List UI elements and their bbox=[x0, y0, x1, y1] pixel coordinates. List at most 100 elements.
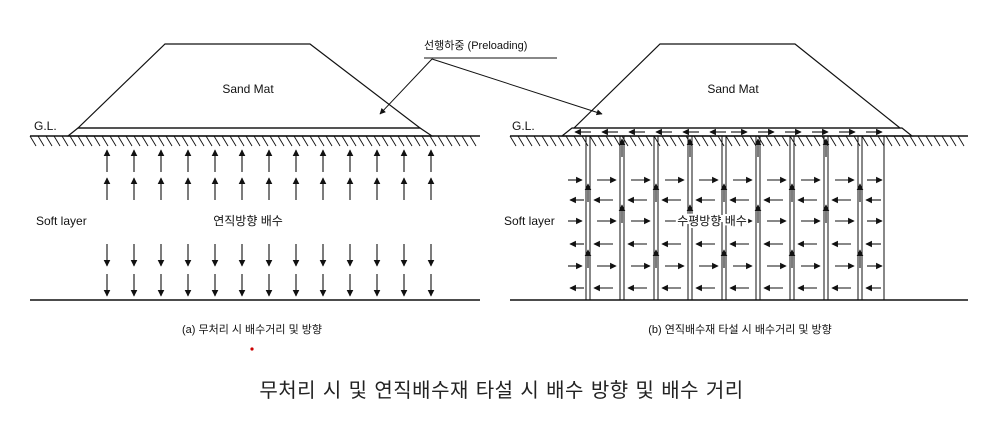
hatch-mark bbox=[733, 135, 741, 147]
hatch-mark bbox=[597, 135, 605, 147]
hatch-mark bbox=[101, 135, 109, 147]
hatch-mark bbox=[77, 135, 85, 147]
hatch-mark bbox=[149, 135, 157, 147]
red-dot bbox=[250, 347, 254, 351]
hatch-mark bbox=[773, 135, 781, 147]
hatch-mark bbox=[765, 135, 773, 147]
hatch-mark bbox=[957, 135, 965, 147]
hatch-mark bbox=[749, 135, 757, 147]
hatch-mark bbox=[445, 135, 453, 147]
hatch-mark bbox=[325, 135, 333, 147]
hatch-mark bbox=[461, 135, 469, 147]
hatch-mark bbox=[741, 135, 749, 147]
hatch-mark bbox=[565, 135, 573, 147]
hatch-mark bbox=[821, 135, 829, 147]
hatch-mark bbox=[173, 135, 181, 147]
hatch-mark bbox=[813, 135, 821, 147]
hatch-mark bbox=[253, 135, 261, 147]
hatch-mark bbox=[949, 135, 957, 147]
hatch-mark bbox=[181, 135, 189, 147]
hatch-mark bbox=[437, 135, 445, 147]
hatch-mark bbox=[293, 135, 301, 147]
hatch-mark bbox=[685, 135, 693, 147]
hatch-mark bbox=[861, 135, 869, 147]
hatch-mark bbox=[525, 135, 533, 147]
hatch-mark bbox=[885, 135, 893, 147]
hatch-mark bbox=[581, 135, 589, 147]
hatch-mark bbox=[413, 135, 421, 147]
hatch-mark bbox=[341, 135, 349, 147]
sand-mat-label-a: Sand Mat bbox=[222, 82, 274, 96]
hatch-mark bbox=[285, 135, 293, 147]
hatch-mark bbox=[725, 135, 733, 147]
vertical-drainage-label: 연직방향 배수 bbox=[213, 214, 283, 228]
hatch-mark bbox=[853, 135, 861, 147]
hatch-mark bbox=[629, 135, 637, 147]
hatch-mark bbox=[509, 135, 517, 147]
soft-layer-label-b: Soft layer bbox=[504, 214, 555, 228]
hatch-mark bbox=[317, 135, 325, 147]
hatch-mark bbox=[901, 135, 909, 147]
hatch-mark bbox=[301, 135, 309, 147]
hatch-mark bbox=[557, 135, 565, 147]
soft-layer-label-a: Soft layer bbox=[36, 214, 87, 228]
hatch-mark bbox=[45, 135, 53, 147]
hatch-mark bbox=[677, 135, 685, 147]
hatch-mark bbox=[429, 135, 437, 147]
hatch-mark bbox=[877, 135, 885, 147]
hatch-mark bbox=[909, 135, 917, 147]
subcaption-b: (b) 연직배수재 타설 시 배수거리 및 방향 bbox=[648, 323, 832, 336]
hatch-mark bbox=[69, 135, 77, 147]
hatch-mark bbox=[757, 135, 765, 147]
hatch-mark bbox=[941, 135, 949, 147]
hatch-mark bbox=[109, 135, 117, 147]
hatch-mark bbox=[245, 135, 253, 147]
hatch-mark bbox=[269, 135, 277, 147]
hatch-mark bbox=[221, 135, 229, 147]
figure-caption: 무처리 시 및 연직배수재 타설 시 배수 방향 및 배수 거리 bbox=[259, 378, 744, 402]
hatch-mark bbox=[837, 135, 845, 147]
hatch-mark bbox=[797, 135, 805, 147]
panel-a: Sand Mat G.L. Soft layer 연직방향 배수 (a) 무처리… bbox=[29, 43, 480, 351]
hatch-mark bbox=[421, 135, 429, 147]
hatch-mark bbox=[469, 135, 477, 147]
hatch-mark bbox=[917, 135, 925, 147]
hatch-mark bbox=[197, 135, 205, 147]
hatch-mark bbox=[709, 135, 717, 147]
ground-hatch-b bbox=[509, 135, 965, 147]
hatch-mark bbox=[653, 135, 661, 147]
hatch-mark bbox=[397, 135, 405, 147]
hatch-mark bbox=[381, 135, 389, 147]
hatch-mark bbox=[349, 135, 357, 147]
hatch-mark bbox=[661, 135, 669, 147]
hatch-mark bbox=[781, 135, 789, 147]
hatch-mark bbox=[605, 135, 613, 147]
hatch-mark bbox=[669, 135, 677, 147]
hatch-mark bbox=[893, 135, 901, 147]
hatch-mark bbox=[845, 135, 853, 147]
subcaption-a: (a) 무처리 시 배수거리 및 방향 bbox=[182, 323, 322, 336]
gl-label-a: G.L. bbox=[34, 119, 57, 133]
panel-b: Sand Mat G.L. Soft layer 수평방향 배수 (b) 연직배… bbox=[504, 43, 968, 336]
hatch-mark bbox=[261, 135, 269, 147]
hatch-mark bbox=[805, 135, 813, 147]
preloading-arrow-b bbox=[431, 58, 603, 116]
hatch-mark bbox=[29, 135, 37, 147]
hatch-mark bbox=[277, 135, 285, 147]
hatch-mark bbox=[789, 135, 797, 147]
hatch-mark bbox=[717, 135, 725, 147]
vertical-drains-b bbox=[584, 136, 885, 300]
hatch-mark bbox=[141, 135, 149, 147]
hatch-mark bbox=[205, 135, 213, 147]
hatch-mark bbox=[53, 135, 61, 147]
hatch-mark bbox=[925, 135, 933, 147]
hatch-mark bbox=[645, 135, 653, 147]
vertical-arrows-a bbox=[103, 149, 435, 297]
hatch-mark bbox=[933, 135, 941, 147]
hatch-mark bbox=[541, 135, 549, 147]
hatch-mark bbox=[333, 135, 341, 147]
hatch-mark bbox=[373, 135, 381, 147]
hatch-mark bbox=[613, 135, 621, 147]
gl-label-b: G.L. bbox=[512, 119, 535, 133]
